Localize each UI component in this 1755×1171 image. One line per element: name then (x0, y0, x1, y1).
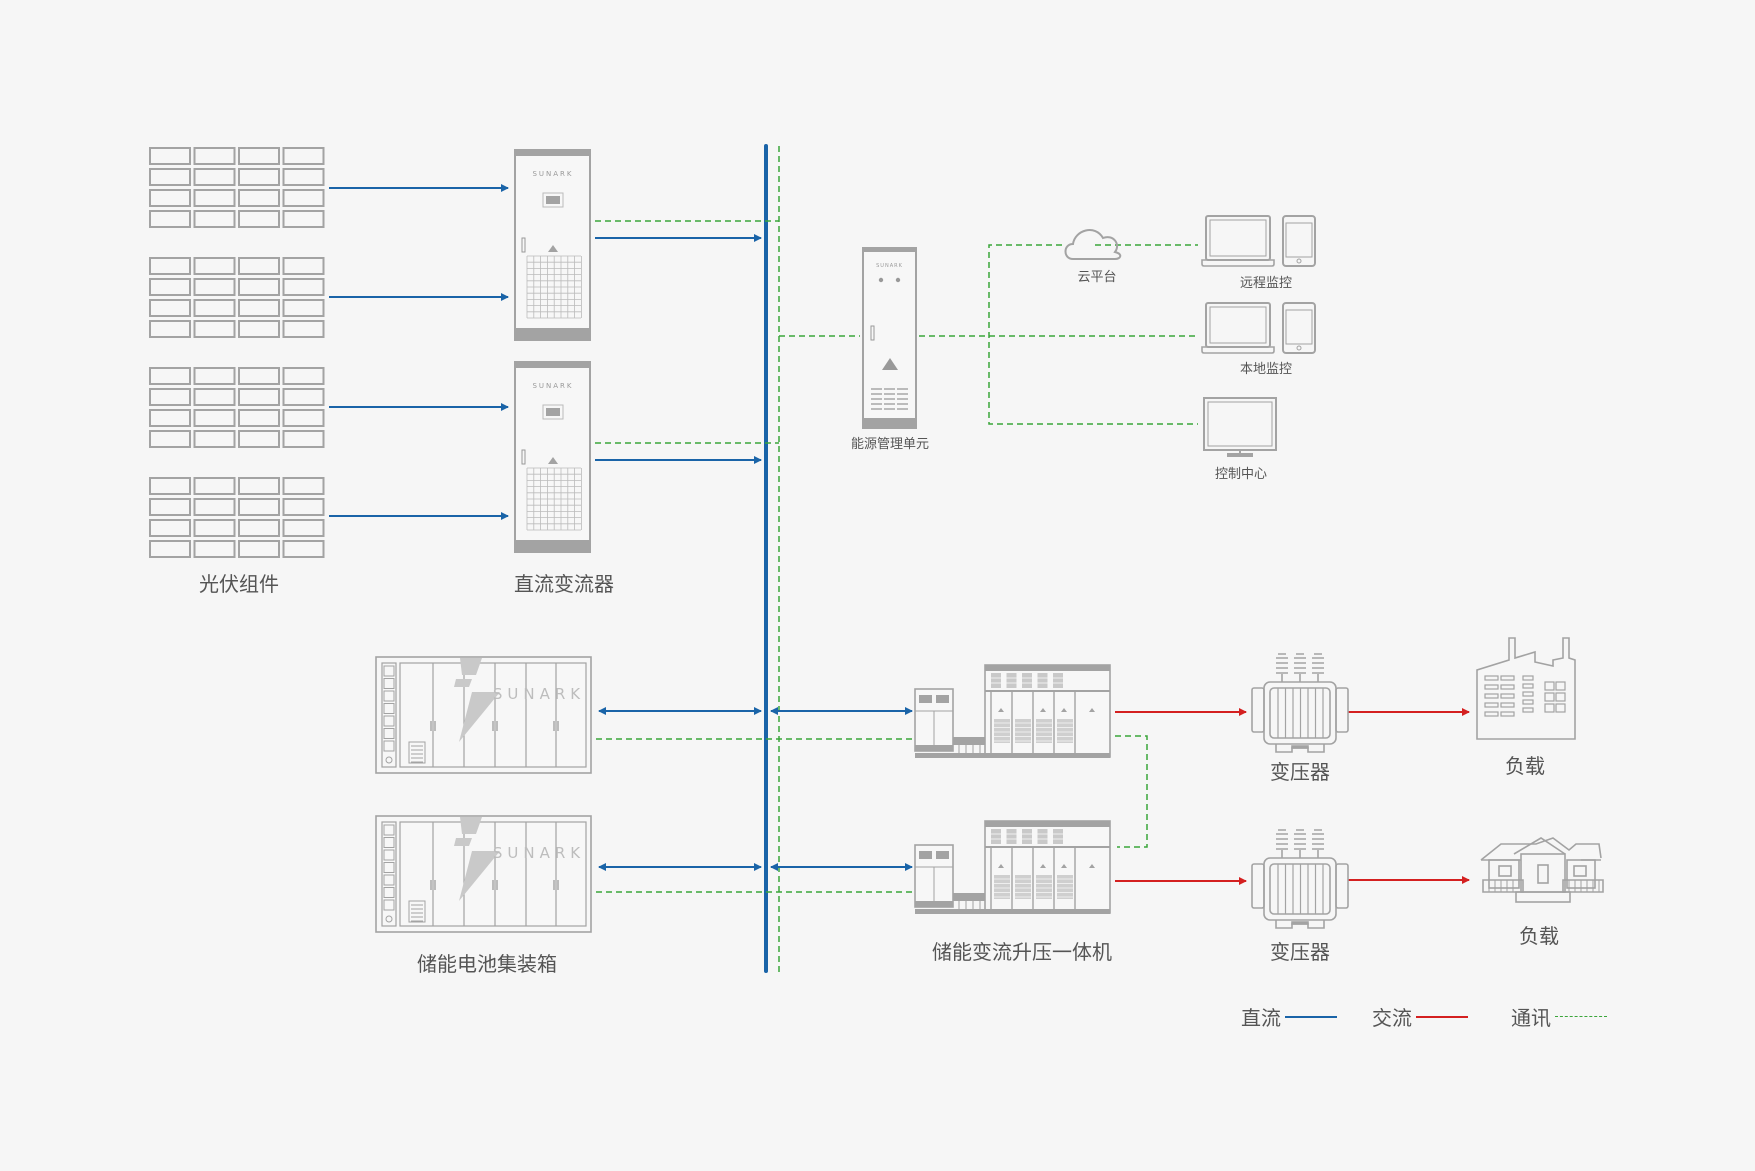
legend-comm-label: 通讯 (1511, 1006, 1551, 1030)
comm-line (1115, 735, 1148, 848)
solar-panel-icon (149, 257, 325, 338)
cloud-icon (1064, 229, 1122, 260)
transformers (1251, 653, 1349, 929)
laptop-phone-icon (1201, 302, 1316, 354)
battery-container-icon: SUNARK (375, 815, 592, 933)
transformer-icon (1251, 829, 1349, 929)
dc-converter-label: 直流变流器 (514, 572, 614, 596)
cloud-label: 云平台 (1077, 270, 1117, 285)
pv-dc-arrows (329, 184, 762, 520)
dc-converters: SUNARK SUNARK (514, 149, 591, 553)
brand-text: SUNARK (876, 263, 903, 269)
brand-text: SUNARK (532, 382, 573, 390)
load-label-2: 负载 (1519, 924, 1559, 948)
battery-container-icon: SUNARK (375, 656, 592, 774)
battery-dc-arrows (598, 707, 913, 871)
transformer-icon (1251, 653, 1349, 753)
battery-containers: SUNARK SUNARK (375, 656, 592, 933)
legend-dc: 直流 (1241, 1002, 1337, 1031)
ac-arrows (1115, 708, 1470, 885)
remote-monitor-label: 远程监控 (1239, 276, 1293, 291)
legend-ac: 交流 (1372, 1002, 1468, 1031)
energy-management-cabinet-icon: SUNARK (862, 247, 917, 429)
laptop-phone-icon (1201, 215, 1316, 267)
legend-comm-swatch (1555, 1016, 1607, 1017)
house-icon (1480, 837, 1604, 903)
transformer-label-1: 变压器 (1270, 760, 1330, 784)
converter-comm-lines (595, 220, 779, 444)
comm-line (988, 244, 1198, 425)
dc-converter-cabinet-icon: SUNARK (514, 149, 591, 341)
legend-ac-label: 交流 (1372, 1006, 1412, 1030)
legend-dc-label: 直流 (1241, 1006, 1281, 1030)
pcs-skid-icon (914, 820, 1111, 914)
pv-label: 光伏组件 (199, 572, 279, 596)
load-label-1: 负载 (1505, 754, 1545, 778)
control-center-label: 控制中心 (1214, 467, 1268, 482)
brand-text: SUNARK (532, 170, 573, 178)
battery-label: 储能电池集装箱 (417, 952, 557, 976)
pcs-label: 储能变流升压一体机 (932, 940, 1112, 964)
brand-text: SUNARK (493, 685, 585, 703)
dc-converter-cabinet-icon: SUNARK (514, 361, 591, 553)
transformer-label-2: 变压器 (1270, 940, 1330, 964)
solar-panel-icon (149, 477, 325, 558)
battery-comm-lines (596, 735, 1148, 893)
emu-comm-lines (779, 244, 1198, 425)
monitor-icon (1203, 397, 1277, 457)
local-monitor-label: 本地监控 (1239, 362, 1293, 377)
legend-dc-swatch (1285, 1015, 1337, 1018)
brand-text: SUNARK (493, 844, 585, 862)
pcs-skid-icon (914, 664, 1111, 758)
pv-array-group (149, 147, 325, 558)
solar-panel-icon (149, 147, 325, 228)
pcs-skids (914, 664, 1111, 914)
factory-icon (1476, 637, 1576, 740)
legend-ac-swatch (1416, 1015, 1468, 1018)
solar-panel-icon (149, 367, 325, 448)
legend-comm: 通讯 (1511, 1002, 1607, 1031)
emu-label: 能源管理单元 (850, 437, 930, 452)
